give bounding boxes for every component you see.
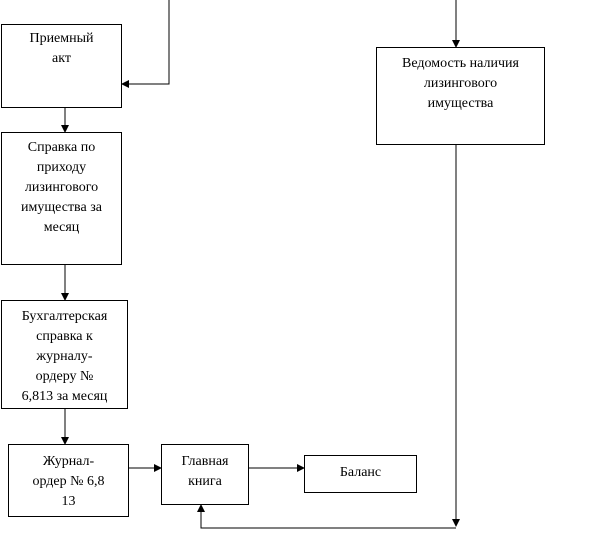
journal-order-line: 13 [61, 494, 76, 509]
income-certificate-line: имущества за [21, 200, 102, 215]
leasing-statement-line: имущества [427, 96, 494, 111]
income-certificate-line: приходу [36, 160, 87, 175]
leasing-statement-line: лизингового [423, 76, 498, 91]
accounting-certificate-line: журналу- [36, 349, 93, 364]
receipt-act-line: акт [52, 51, 71, 66]
receipt-act-line: Приемный [29, 31, 94, 46]
receipt-act-box: Приемный акт [1, 24, 122, 108]
income-certificate-box: Справка по приходу лизингового имущества… [1, 132, 122, 265]
general-ledger-line: книга [188, 474, 222, 489]
accounting-certificate-line: ордеру № [35, 369, 94, 384]
journal-order-box: Журнал- ордер № 6,8 13 [8, 444, 129, 517]
general-ledger-line: Главная [181, 454, 229, 469]
accounting-certificate-line: справка к [36, 329, 93, 344]
journal-order-line: ордер № 6,8 [32, 474, 105, 489]
income-certificate-line: Справка по [27, 140, 96, 155]
leasing-statement-box: Ведомость наличия лизингового имущества [376, 47, 545, 145]
arrow-top-to-receipt-act [121, 0, 170, 88]
income-certificate-line: лизингового [24, 180, 99, 195]
accounting-certificate-line: Бухгалтерская [21, 309, 108, 324]
balance-box: Баланс [304, 455, 417, 493]
accounting-certificate-line: 6,813 за месяц [21, 389, 108, 404]
income-certificate-line: месяц [43, 220, 80, 235]
leasing-statement-line: Ведомость наличия [402, 56, 519, 71]
accounting-certificate-box: Бухгалтерская справка к журналу- ордеру … [1, 300, 128, 409]
arrow-bottom-to-general-ledger [197, 504, 456, 529]
journal-order-line: Журнал- [42, 454, 95, 469]
general-ledger-box: Главная книга [161, 444, 249, 505]
balance-label: Баланс [339, 465, 382, 480]
